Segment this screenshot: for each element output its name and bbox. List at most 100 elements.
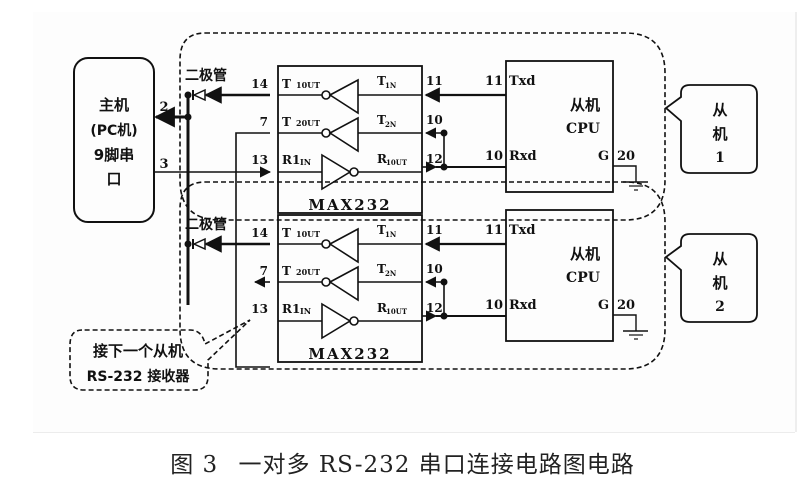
next-slave-note: 接下一个从机 RS-232 接收器 (69, 319, 251, 391)
diode-icon (192, 237, 206, 251)
label-t2in-sub: 2N (385, 120, 397, 129)
wire-t2out-to-next (235, 132, 270, 368)
diode-label: 二极管 (185, 67, 227, 84)
ground-wire (613, 165, 637, 182)
label-r1in: R1 (282, 153, 300, 167)
diode-icon (192, 88, 206, 102)
label-txd: Txd (509, 74, 536, 89)
ground-wire (613, 314, 637, 331)
cpu-sub: CPU (566, 270, 600, 286)
pin-t2in: 10 (426, 113, 443, 127)
max232-chip (277, 65, 423, 214)
host-label-line3: 9脚串 (94, 146, 134, 164)
host-label-line1: 主机 (99, 96, 129, 114)
label-rxd: Rxd (509, 149, 537, 164)
cpu-title: 从机 (570, 245, 600, 263)
host-pin-rx: 3 (159, 157, 168, 172)
daisy-chain-wire (235, 132, 270, 368)
figure-caption: 图 3 一对多 RS-232 串口连接电路图电路 (0, 445, 805, 479)
label-t1in-sub: 1N (385, 230, 397, 239)
pin-txd: 11 (485, 74, 503, 89)
label-rxd: Rxd (509, 298, 537, 313)
callout-line3: 2 (715, 299, 725, 315)
chip-name: MAX232 (308, 345, 391, 363)
pin-r1out: 12 (426, 152, 443, 166)
label-r1in-sub: IN (300, 157, 311, 167)
slave-enclosure-dashed (179, 32, 666, 221)
slave-callout-bubble (664, 84, 758, 174)
inverter-t1-icon (328, 78, 359, 115)
label-gnd: G (598, 298, 609, 313)
label-r1out: R (377, 152, 388, 166)
cpu-title: 从机 (570, 96, 600, 114)
pin-gnd: 20 (617, 149, 635, 164)
inverter-bubble (349, 167, 359, 177)
label-t1out: T (282, 77, 291, 91)
host-bus-wires (153, 95, 272, 305)
callout-line1: 从 (712, 250, 727, 268)
pin-txd: 11 (485, 223, 503, 238)
pin-r1in: 13 (251, 302, 268, 316)
label-t1out: T (282, 226, 291, 240)
pin-rxd: 10 (485, 149, 503, 164)
label-t1out-sub: 10UT (296, 229, 320, 239)
inverter-t1-icon (328, 227, 359, 264)
slave-enclosure-dashed (179, 181, 666, 370)
label-t1in: T (377, 74, 386, 88)
label-r1in-sub: IN (300, 306, 311, 316)
junction-dot (184, 113, 192, 121)
junction-dot (440, 278, 448, 286)
label-r1out-sub: 10UT (386, 307, 408, 316)
label-t2out: T (282, 115, 291, 129)
host-box (73, 57, 155, 223)
callout-line2: 机 (712, 274, 727, 292)
note-line2: RS-232 接收器 (87, 368, 191, 385)
label-t2in: T (377, 113, 386, 127)
caption-number: 图 3 (170, 452, 219, 478)
label-r1out: R (377, 301, 388, 315)
pin-t1in: 11 (426, 223, 443, 237)
callout-line1: 从 (712, 101, 727, 119)
label-gnd: G (598, 149, 609, 164)
pin-r1in: 13 (251, 153, 268, 167)
caption-divider (33, 432, 795, 433)
note-line1: 接下一个从机 (93, 342, 183, 360)
pin-gnd: 20 (617, 298, 635, 313)
label-t2in: T (377, 262, 386, 276)
slave-cpu-box (505, 209, 614, 342)
label-t1in: T (377, 223, 386, 237)
host-pc: 主机 (PC机) 9脚串 口 2 3 (73, 57, 169, 223)
cpu-sub: CPU (566, 121, 600, 137)
host-label-line2: (PC机) (90, 122, 137, 139)
pin-rxd: 10 (485, 298, 503, 313)
callout-line3: 1 (715, 150, 725, 166)
pin-t1out: 14 (251, 226, 268, 240)
chip-name: MAX232 (308, 196, 391, 214)
inverter-bubble (349, 316, 359, 326)
pin-r1out: 12 (426, 301, 443, 315)
label-txd: Txd (509, 223, 536, 238)
label-t1in-sub: 1N (385, 81, 397, 90)
label-t2out: T (282, 264, 291, 278)
label-t2out-sub: 20UT (296, 267, 320, 277)
max232-chip (277, 214, 423, 363)
slave-callout-bubble (664, 233, 758, 323)
label-r1out-sub: 10UT (386, 158, 408, 167)
diode-label: 二极管 (185, 216, 227, 233)
inverter-r1-icon (321, 302, 352, 340)
label-t2out-sub: 20UT (296, 118, 320, 128)
pin-t2out: 7 (260, 264, 268, 278)
pin-t2in: 10 (426, 262, 443, 276)
inverter-t2-icon (328, 265, 359, 302)
label-t1out-sub: 10UT (296, 80, 320, 90)
callout-line2: 机 (712, 125, 727, 143)
inverter-t2-icon (328, 116, 359, 153)
junction-dot (184, 240, 192, 248)
pin-t1in: 11 (426, 74, 443, 88)
note-bubble-outline (69, 319, 251, 391)
slave-cpu-box (505, 60, 614, 193)
pin-t1out: 14 (251, 77, 268, 91)
